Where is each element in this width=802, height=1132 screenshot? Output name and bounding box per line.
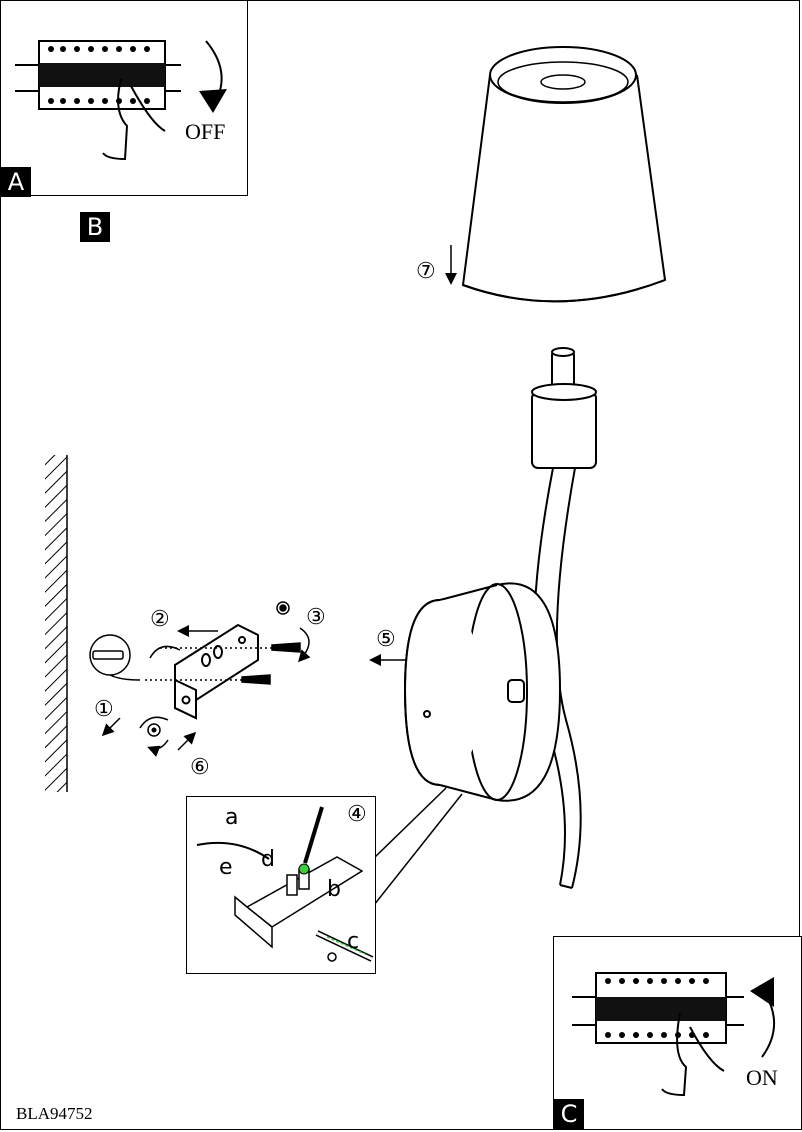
panel-switch-off: OFF A [0, 0, 248, 197]
panel-switch-on: ON C [553, 936, 802, 1130]
wiring-letter-c: c [347, 929, 360, 954]
wall-hatching [45, 455, 67, 792]
terminal-block-drawing [196, 806, 374, 962]
step-5-label: ⑤ [376, 626, 396, 651]
lamp-socket [531, 347, 597, 469]
panel-c-tag: C [554, 1099, 584, 1129]
wiring-detail: a b c d e ④ [186, 796, 376, 974]
step-7-label: ⑦ [416, 258, 436, 283]
rotate-down-arrow-icon [199, 89, 227, 113]
wall-base [403, 582, 562, 802]
step-6-label: ⑥ [190, 754, 210, 779]
wall-plug-detail [89, 634, 141, 681]
wiring-letter-d: d [261, 847, 275, 872]
panel-b-tag: B [80, 212, 110, 242]
wiring-letter-b: b [327, 877, 341, 902]
breaker-panel-on [572, 972, 776, 1097]
breaker-panel-off [15, 40, 227, 161]
wiring-letter-e: e [219, 855, 233, 880]
hand-icon [102, 78, 166, 161]
step-1-label: ① [94, 696, 114, 721]
step-4-label: ④ [347, 801, 367, 826]
rotate-up-arrow-icon [750, 977, 774, 1007]
panel-a-tag: A [1, 167, 31, 197]
step-2-label: ② [150, 606, 170, 631]
lamp-shade [461, 46, 667, 303]
screws [145, 601, 301, 685]
hand-icon [661, 1012, 725, 1097]
off-label: OFF [185, 119, 226, 144]
mounting-bracket [174, 623, 259, 720]
step-3-label: ③ [306, 604, 326, 629]
wiring-letter-a: a [225, 805, 239, 830]
on-label: ON [746, 1065, 778, 1090]
model-code: BLA94752 [16, 1104, 93, 1123]
